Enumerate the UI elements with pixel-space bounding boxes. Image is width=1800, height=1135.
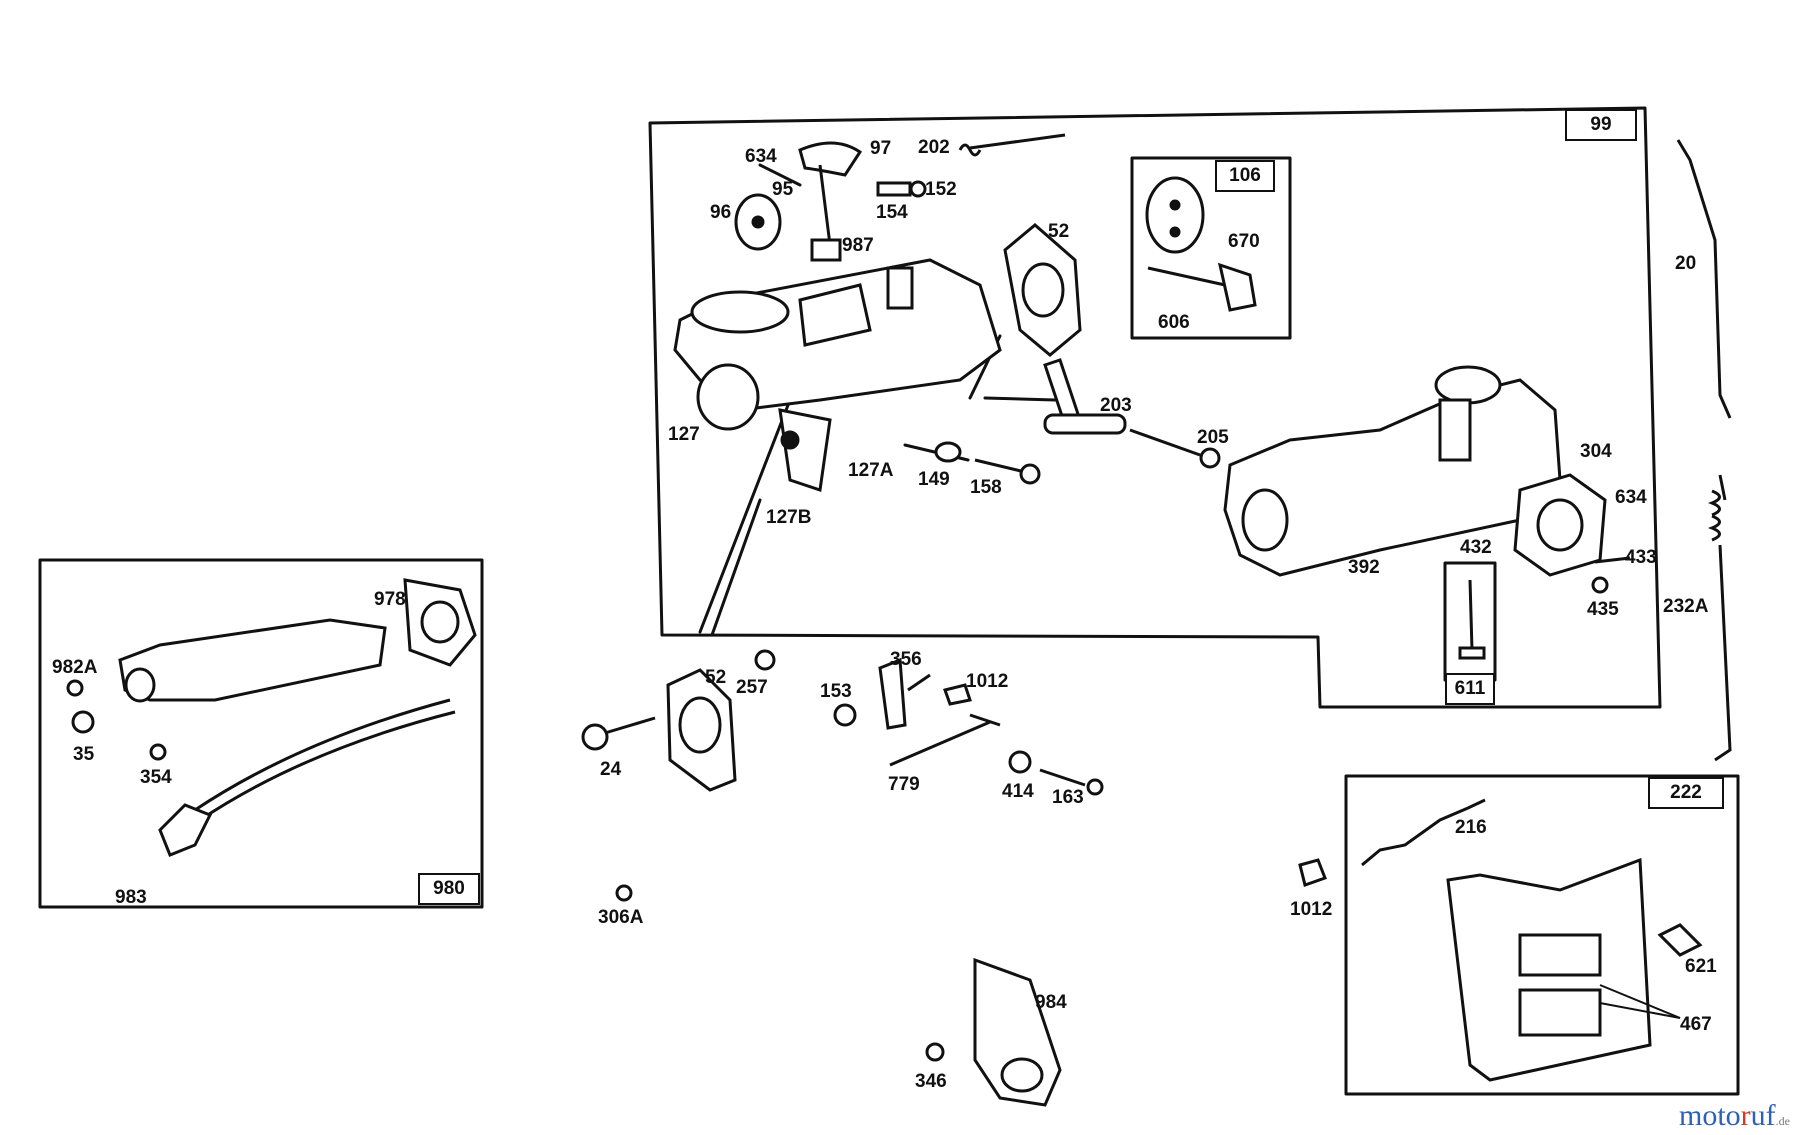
part-label: 634: [745, 146, 777, 167]
choke-shaft-106: [1147, 262, 1257, 312]
part-label: 432: [1460, 537, 1492, 558]
governor-panel-outline: [1344, 774, 1740, 1096]
part-label: 670: [1228, 231, 1260, 252]
leader-line: [983, 396, 1057, 402]
part-label: 1012: [966, 671, 1009, 692]
part-label: 20: [1675, 253, 1697, 274]
part-label: 205: [1197, 427, 1229, 448]
group-number-222: 222: [1648, 777, 1724, 809]
part-label: 95: [772, 179, 794, 200]
choke-plate: [734, 193, 782, 251]
part-label: 35: [73, 744, 95, 765]
part-label: 467: [1680, 1014, 1712, 1035]
part-label: 306A: [598, 907, 644, 928]
part-label: 414: [1002, 781, 1034, 802]
part-label: 163: [1052, 787, 1084, 808]
part-label: 346: [915, 1071, 947, 1092]
part-label: 621: [1685, 956, 1717, 977]
part-label: 232A: [1663, 596, 1709, 617]
gasket-upper: [1003, 223, 1082, 357]
clip-621: [1657, 923, 1703, 957]
part-label: 216: [1455, 817, 1487, 838]
gasket-lower: [666, 668, 737, 792]
part-label: 127B: [766, 507, 812, 528]
part-label: 984: [1035, 992, 1067, 1013]
part-label: 354: [140, 767, 172, 788]
leader-467: [1599, 984, 1681, 1019]
carburetor-body: [673, 258, 1002, 492]
fuel-pickup: [1458, 579, 1486, 660]
leader-line: [698, 398, 792, 634]
part-label: 203: [1100, 395, 1132, 416]
group-number-980: 980: [418, 873, 480, 905]
leader-line: [758, 163, 802, 187]
part-label: 304: [1580, 441, 1612, 462]
part-label: 356: [890, 649, 922, 670]
part-label: 435: [1587, 599, 1619, 620]
screw-257: [754, 649, 776, 671]
part-label: 1012: [1290, 899, 1333, 920]
governor-bracket: [1446, 857, 1652, 1082]
needle-valve: [934, 441, 1041, 485]
part-label: 987: [842, 235, 874, 256]
part-label: 202: [918, 137, 950, 158]
carburetor-body-right: [1223, 365, 1562, 577]
choke-shaft-panel-outline: [1130, 156, 1292, 340]
part-label: 127: [668, 424, 700, 445]
bolt-24: [581, 716, 656, 751]
part-label: 257: [736, 677, 768, 698]
remote-control-panel-outline: [38, 558, 484, 909]
leader-line: [710, 498, 762, 637]
watermark-logo: motoruf.de: [1679, 1099, 1790, 1132]
carburetor-panel-outline: [648, 106, 1662, 709]
part-label: 983: [115, 887, 147, 908]
part-label: 392: [1348, 557, 1380, 578]
remote-control-housing: [118, 578, 477, 703]
part-label: 96: [710, 202, 732, 223]
group-number-611: 611: [1445, 673, 1495, 705]
choke-plate-106: [1145, 176, 1205, 254]
washer-414: [1008, 750, 1104, 796]
part-label: 52: [705, 667, 727, 688]
part-label: 433: [1625, 547, 1657, 568]
part-label: 153: [820, 681, 852, 702]
part-label: 158: [970, 477, 1002, 498]
part-label: 24: [600, 759, 622, 780]
throttle-link-20: [1676, 139, 1732, 419]
governor-lever-356: [833, 657, 931, 730]
bracket-984: [973, 957, 1062, 1107]
part-label: 149: [918, 469, 950, 490]
nut-306a: [615, 884, 633, 902]
clamp-1012: [943, 683, 972, 706]
clip-1012: [1298, 858, 1327, 887]
remote-control-cable: [158, 698, 456, 857]
part-label: 127A: [848, 460, 894, 481]
part-label: 97: [870, 138, 892, 159]
screw-346: [925, 1042, 945, 1062]
part-label: 152: [925, 179, 957, 200]
part-label: 606: [1158, 312, 1190, 333]
part-label: 978: [374, 589, 406, 610]
part-label: 634: [1615, 487, 1647, 508]
spring-202: [958, 133, 1066, 157]
idle-screw: [876, 180, 927, 198]
throttle-shaft: [1129, 428, 1221, 469]
part-label: 52: [1048, 221, 1070, 242]
governor-link-216: [1361, 798, 1486, 867]
governor-spring-232a: [1707, 474, 1732, 762]
small-parts-980: [66, 679, 167, 761]
diaphragm-cover: [1513, 473, 1607, 577]
group-number-99: 99: [1565, 109, 1637, 141]
part-label: 154: [876, 202, 908, 223]
choke-lever: [798, 141, 863, 262]
part-label: 982A: [52, 657, 98, 678]
throttle-lever: [1043, 358, 1127, 435]
governor-shaft-779: [889, 713, 1001, 767]
group-number-106: 106: [1215, 160, 1275, 192]
small-screws: [1591, 556, 1631, 594]
part-label: 779: [888, 774, 920, 795]
